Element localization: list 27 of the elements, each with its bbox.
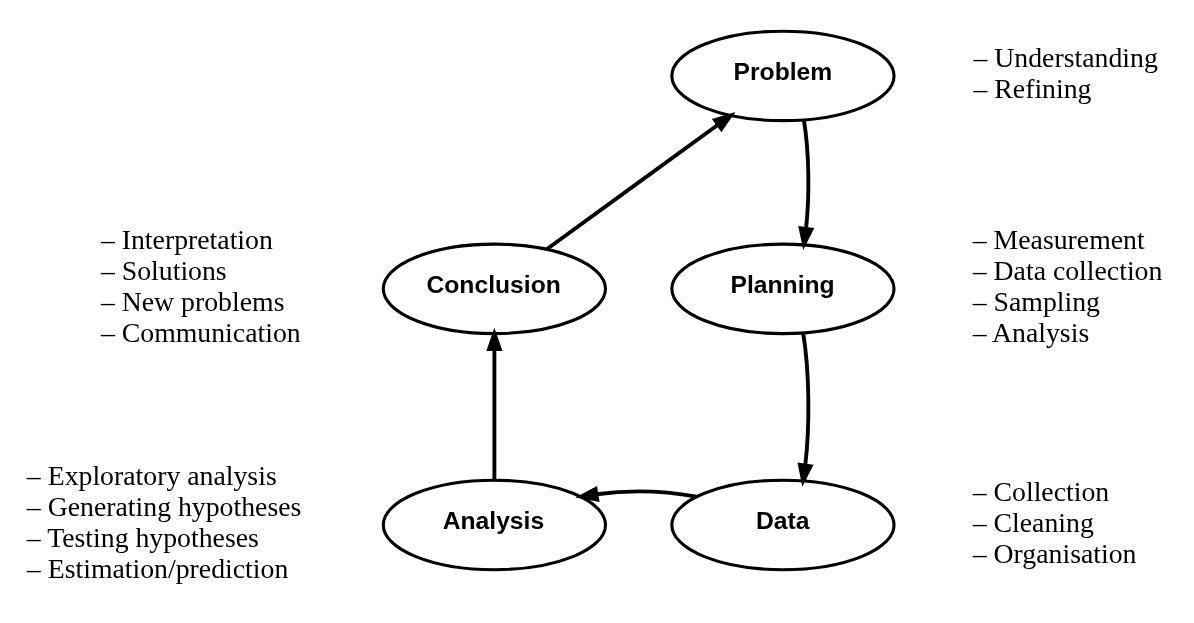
node-label: – New problems: [100, 285, 285, 317]
node-ellipse: Analysis: [381, 478, 608, 571]
node-label: – Organisation: [972, 537, 1137, 569]
node-label: – Sampling: [972, 285, 1100, 317]
node-label: – Interpretation: [100, 223, 273, 255]
node-label: – Understanding: [973, 41, 1158, 73]
node-ellipse: Data: [670, 478, 896, 571]
node-label: – Measurement: [972, 223, 1145, 255]
node-label: – Solutions: [100, 254, 227, 286]
node-label: – Collection: [972, 475, 1110, 507]
node-label: – Analysis: [972, 316, 1090, 348]
node-label: – Estimation/prediction: [26, 552, 289, 584]
arrow: [798, 119, 815, 250]
node-label: – Exploratory analysis: [26, 459, 277, 491]
node-ellipse: Planning: [670, 242, 896, 335]
node-ellipse: Conclusion: [381, 242, 608, 335]
node-label: – Refining: [973, 72, 1092, 104]
arrow: [575, 485, 697, 502]
node-label: – Communication: [100, 316, 301, 348]
arrow: [486, 327, 503, 480]
arrow: [545, 111, 736, 251]
arrow: [797, 332, 814, 487]
node-ellipse: Problem: [670, 29, 896, 122]
node-label: – Data collection: [972, 254, 1163, 286]
node-label: – Testing hypotheses: [26, 521, 259, 553]
node-label: – Generating hypotheses: [26, 490, 302, 522]
node-label: – Cleaning: [972, 506, 1094, 538]
